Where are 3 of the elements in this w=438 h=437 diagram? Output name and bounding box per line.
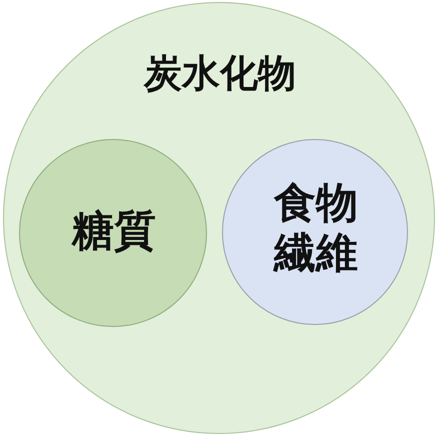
node-label: 食物繊維 [273, 178, 359, 279]
node-label: 炭水化物 [142, 51, 297, 97]
node-label: 糖質 [70, 206, 157, 256]
